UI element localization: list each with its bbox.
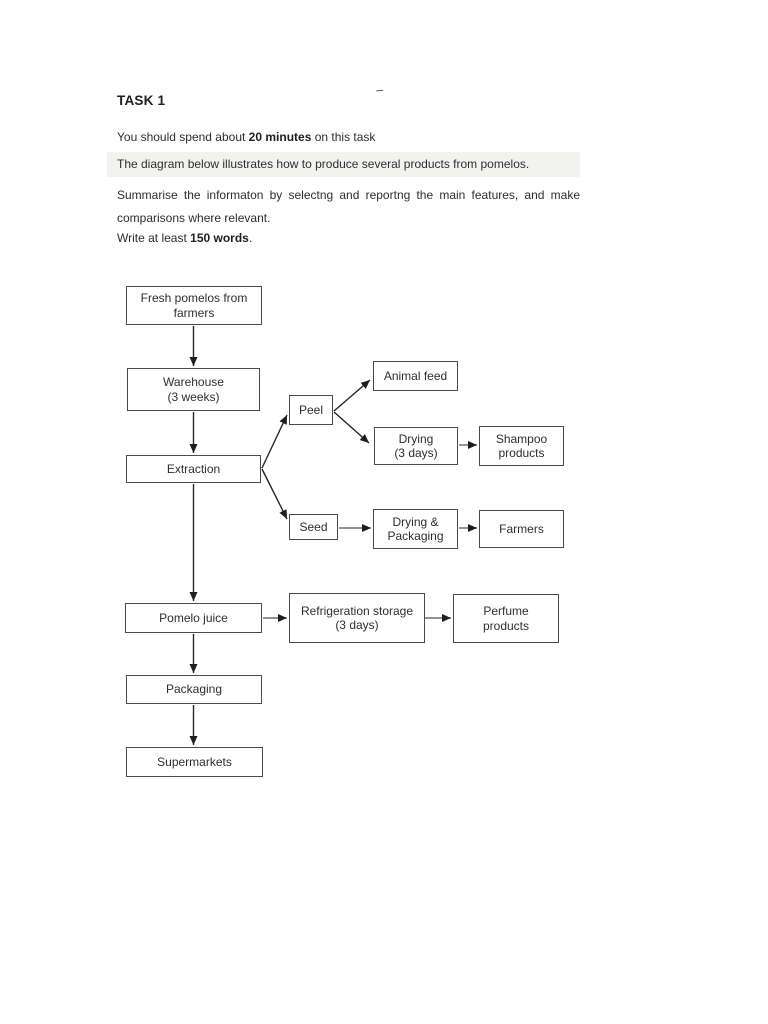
task-prompt: The diagram below illustrates how to pro…: [107, 152, 580, 177]
flowchart-node-extraction: Extraction: [126, 455, 261, 483]
flowchart-node-pomelo-juice: Pomelo juice: [125, 603, 262, 633]
node-label: Warehouse (3 weeks): [163, 375, 224, 404]
time-instruction: You should spend about 20 minutes on thi…: [117, 130, 375, 144]
summarise-line-2: comparisons where relevant.: [117, 211, 271, 225]
flowchart-node-drying: Drying (3 days): [374, 427, 458, 465]
node-label: Animal feed: [383, 368, 448, 383]
word-count-instruction: Write at least 150 words.: [117, 231, 252, 245]
node-label: Perfume products: [482, 604, 530, 633]
task-title: TASK 1: [117, 93, 166, 108]
flowchart-node-shampoo-products: Shampoo products: [479, 426, 564, 466]
node-label: Extraction: [166, 461, 221, 476]
flowchart-node-seed: Seed: [289, 514, 338, 540]
flowchart-arrows: [189, 326, 477, 745]
flowchart-node-perfume-products: Perfume products: [453, 594, 559, 643]
node-label: Packaging: [165, 682, 223, 697]
summarise-line-1: Summarise the informaton by selectng and…: [117, 188, 580, 202]
flowchart-node-farmers: Farmers: [479, 510, 564, 548]
flowchart-node-drying-packaging: Drying & Packaging: [373, 509, 458, 549]
node-label: Farmers: [499, 521, 544, 536]
node-label: Fresh pomelos from farmers: [140, 291, 248, 320]
time-instruction-duration: 20 minutes: [248, 130, 312, 144]
flowchart-node-animal-feed: Animal feed: [373, 361, 458, 391]
node-label: Shampoo products: [495, 431, 548, 461]
flowchart-node-supermarkets: Supermarkets: [126, 747, 263, 777]
node-label: Peel: [298, 402, 324, 417]
time-instruction-suffix: on this task: [311, 130, 376, 144]
node-label: Drying (3 days): [394, 431, 438, 461]
word-count-suffix: .: [248, 231, 253, 245]
time-instruction-prefix: You should spend about: [117, 130, 249, 144]
word-count-prefix: Write at least: [117, 231, 191, 245]
node-label: Drying & Packaging: [387, 514, 444, 544]
summarise-instruction: Summarise the informaton by selectng and…: [117, 184, 580, 230]
node-label: Refrigeration storage (3 days): [300, 603, 414, 633]
node-label: Supermarkets: [157, 754, 232, 769]
flowchart-node-warehouse: Warehouse (3 weeks): [127, 368, 260, 411]
node-label: Pomelo juice: [159, 610, 228, 625]
flowchart-node-refrigeration-storage: Refrigeration storage (3 days): [289, 593, 425, 643]
flowchart-node-peel: Peel: [289, 395, 333, 425]
node-label: Seed: [299, 519, 328, 534]
flowchart-node-packaging: Packaging: [126, 675, 262, 704]
word-count-bold: 150 words: [190, 231, 249, 245]
flowchart-node-fresh-pomelos: Fresh pomelos from farmers: [126, 286, 262, 325]
